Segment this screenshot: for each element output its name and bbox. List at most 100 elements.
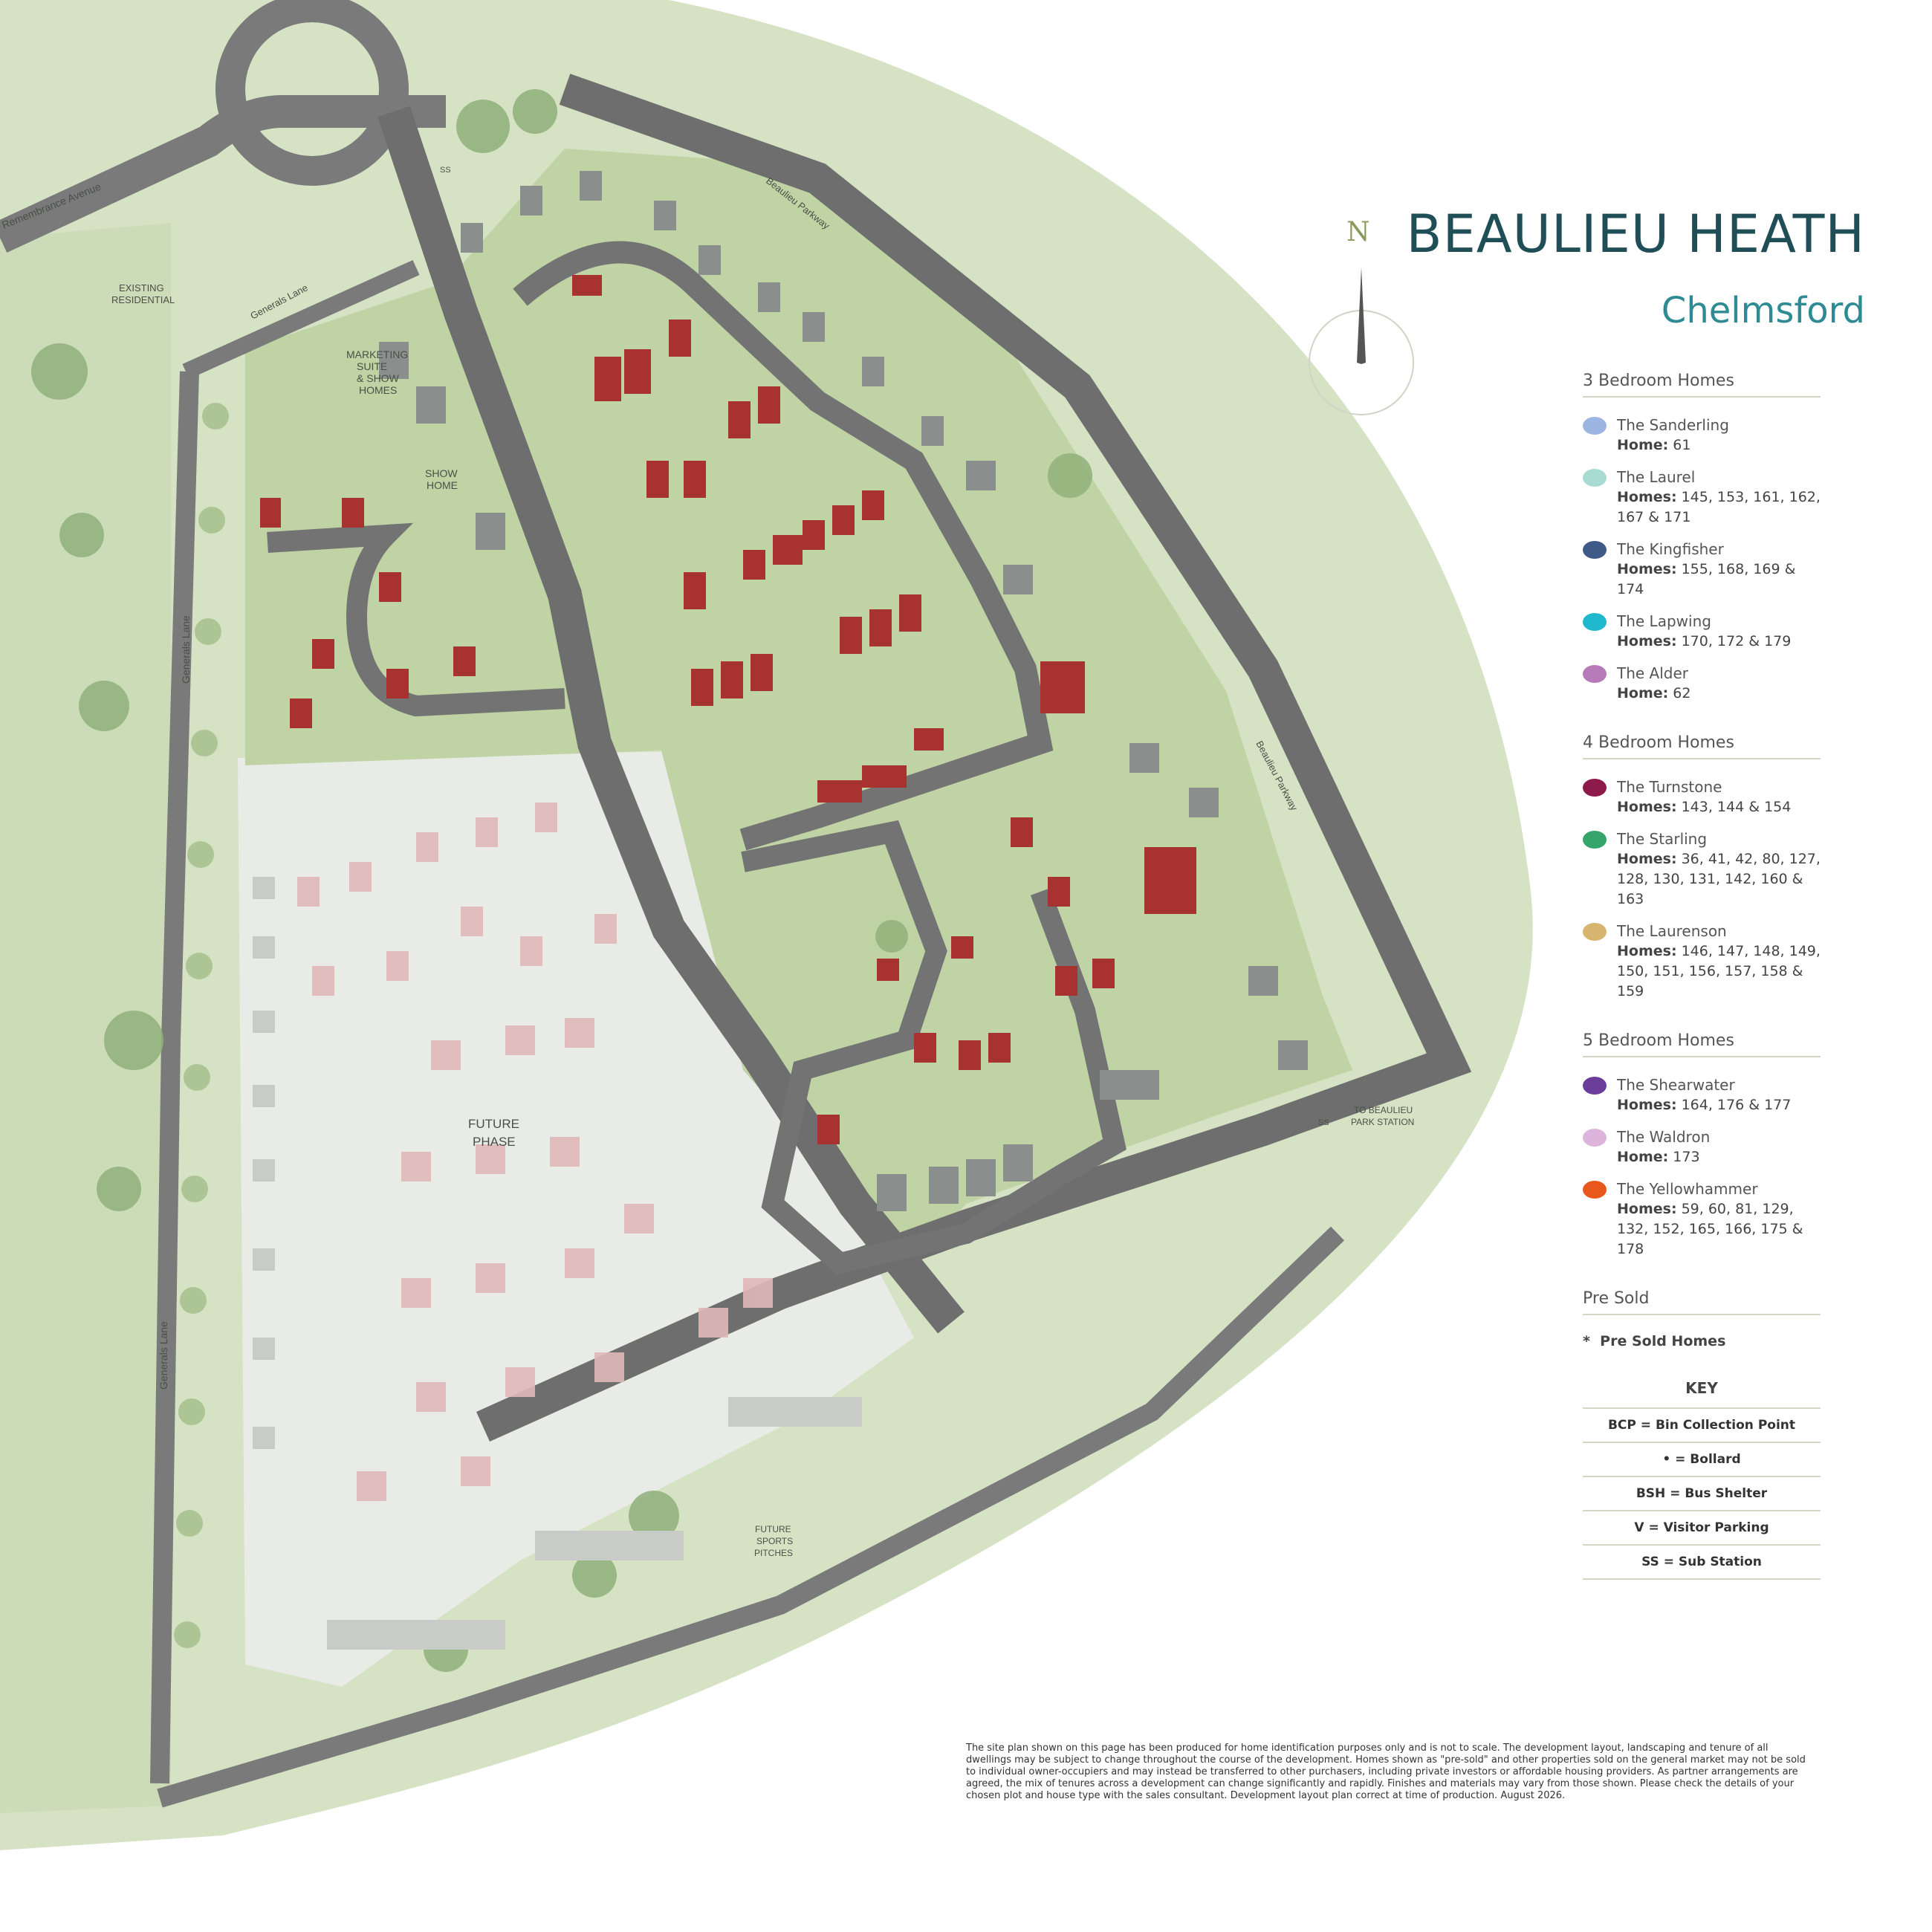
house-numbers: Home: 61 [1617, 435, 1729, 456]
house-type-name: The Sanderling [1617, 416, 1729, 434]
homes-list: 36, 41, 42, 80, 127, 128, 130, 131, 142,… [1617, 851, 1821, 907]
homes-label: Homes: [1617, 561, 1677, 577]
homes-list: 155, 168, 169 & 174 [1617, 561, 1796, 597]
internal-road-north [513, 241, 1054, 851]
house-numbers: Homes: 145, 153, 161, 162, 167 & 171 [1617, 487, 1821, 528]
house-type-name: The Laurenson [1617, 922, 1727, 940]
homes-list: 170, 172 & 179 [1676, 633, 1792, 649]
existing-residential-label-1: EXISTING [119, 282, 164, 294]
house-numbers: Homes: 143, 144 & 154 [1617, 797, 1791, 817]
house-numbers: Homes: 164, 176 & 177 [1617, 1095, 1791, 1115]
house-numbers: Homes: 155, 168, 169 & 174 [1617, 560, 1821, 600]
homes-list: 62 [1668, 685, 1691, 701]
marketing-suite-label-2: SUITE [357, 360, 387, 372]
generals-lane-road [150, 371, 199, 1784]
marketing-suite-label-4: HOMES [359, 384, 397, 396]
south-boundary-road [157, 1226, 1345, 1808]
pre-sold-heading: Pre Sold [1583, 1289, 1821, 1315]
house-numbers: Homes: 59, 60, 81, 129, 132, 152, 165, 1… [1617, 1199, 1821, 1260]
house-type-name: The Shearwater [1617, 1076, 1735, 1094]
homes-label: Home: [1617, 1149, 1669, 1165]
house-plots-available [260, 275, 1196, 1144]
house-type-name: The Laurel [1617, 468, 1696, 486]
main-spine-road [377, 106, 965, 1334]
legend-pre-sold: Pre Sold * Pre Sold Homes [1583, 1289, 1821, 1349]
house-type-name: The Lapwing [1617, 612, 1711, 630]
future-phase-label-2: PHASE [473, 1135, 516, 1149]
color-swatch-icon [1583, 1129, 1607, 1147]
pre-sold-entry: * Pre Sold Homes [1583, 1333, 1821, 1349]
house-plots-other [379, 171, 1308, 1211]
homes-label: Homes: [1617, 489, 1677, 505]
future-sports-label-3: PITCHES [754, 1548, 793, 1558]
north-compass [1309, 268, 1414, 415]
homes-label: Homes: [1617, 799, 1677, 815]
homes-label: Homes: [1617, 1201, 1677, 1217]
house-type-name: The Yellowhammer [1617, 1180, 1758, 1198]
house-numbers: Homes: 146, 147, 148, 149, 150, 151, 156… [1617, 941, 1821, 1002]
future-phase-grey-houses [253, 877, 862, 1650]
to-station-label-2: PARK STATION [1351, 1117, 1414, 1127]
generals-lane-label-south: Generals Lane [158, 1321, 169, 1390]
homes-list: 143, 144 & 154 [1676, 799, 1792, 815]
homes-list: 164, 176 & 177 [1676, 1097, 1792, 1113]
west-field [0, 223, 171, 1813]
homes-label: Homes: [1617, 1097, 1677, 1113]
three-bed-heading: 3 Bedroom Homes [1583, 372, 1821, 398]
color-swatch-icon [1583, 923, 1607, 941]
color-swatch-icon [1583, 469, 1607, 487]
key-row: SS = Sub Station [1583, 1546, 1821, 1580]
tree-clusters [31, 89, 1092, 1672]
house-type-name: The Starling [1617, 830, 1708, 848]
homes-label: Home: [1617, 685, 1669, 701]
development-title: BEAULIEU HEATH [1406, 204, 1865, 265]
key-row: BCP = Bin Collection Point [1583, 1409, 1821, 1443]
homes-list: 173 [1668, 1149, 1700, 1165]
generals-lane-label-west: Generals Lane [180, 615, 192, 684]
marketing-suite-label-3: & SHOW [357, 372, 400, 384]
house-numbers: Home: 173 [1617, 1147, 1710, 1167]
homes-list: 145, 153, 161, 162, 167 & 171 [1617, 489, 1821, 525]
ss-label-east: SS [1318, 1118, 1329, 1127]
generals-lane-north [182, 259, 420, 380]
future-sports-label-1: FUTURE [755, 1524, 791, 1534]
color-swatch-icon [1583, 1077, 1607, 1095]
internal-road-east [741, 820, 1127, 1275]
pre-sold-text: Pre Sold Homes [1600, 1333, 1726, 1349]
pre-sold-symbol: * [1583, 1333, 1590, 1349]
homes-label: Homes: [1617, 943, 1677, 959]
key-row: V = Visitor Parking [1583, 1511, 1821, 1546]
homes-label: Home: [1617, 437, 1669, 453]
color-swatch-icon [1583, 1181, 1607, 1199]
key-row: BSH = Bus Shelter [1583, 1477, 1821, 1511]
house-numbers: Home: 62 [1617, 684, 1690, 704]
ss-label-north: SS [440, 166, 451, 175]
show-home-label-2: HOME [427, 479, 458, 491]
marketing-suite-label-1: MARKETING [346, 349, 408, 360]
color-swatch-icon [1583, 665, 1607, 683]
homes-label: Homes: [1617, 633, 1677, 649]
